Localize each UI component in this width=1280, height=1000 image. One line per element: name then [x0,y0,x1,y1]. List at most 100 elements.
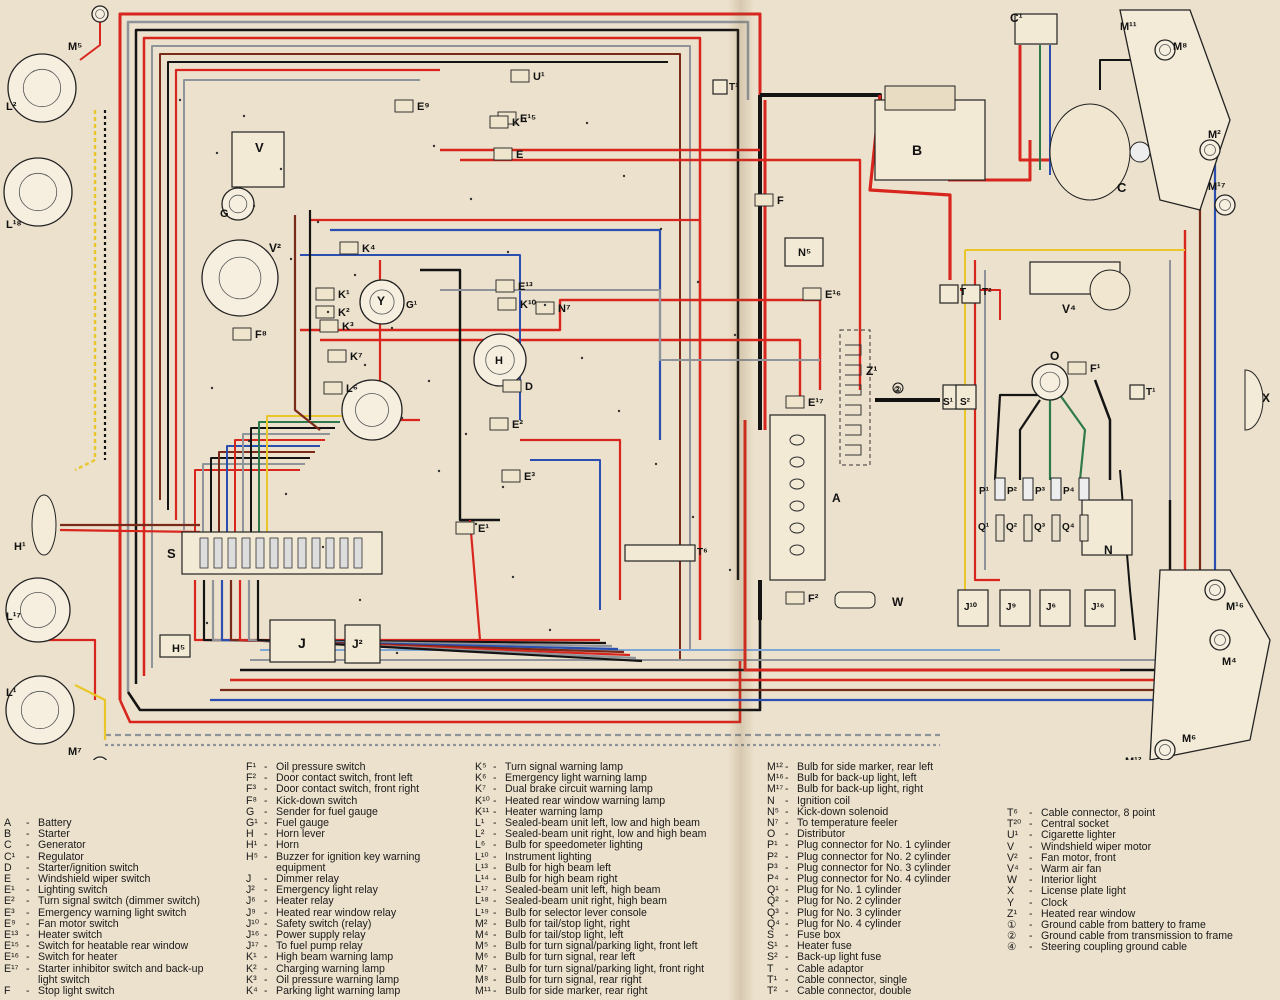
heating-element [845,384,862,396]
wire [242,433,330,535]
legend-code: N [767,794,775,807]
legend-separator: - [26,985,30,998]
plug-connector [994,477,1006,501]
legend-separator: - [493,761,497,773]
legend-code: P² [767,850,778,863]
legend-entry: L¹³-Bulb for high beam left [475,862,706,874]
legend-code: M⁶ [475,951,489,964]
legend-description: Bulb for turn signal, rear right [505,973,642,986]
legend-code: M⁸ [475,973,489,986]
legend-separator: - [493,850,497,863]
legend-entry: L¹⁰-Instrument lighting [475,850,706,863]
component-label: M² [1208,129,1221,141]
legend-code: J¹⁶ [246,929,260,942]
legend-description: Starter [38,828,70,841]
legend-separator: - [493,985,497,998]
legend-separator: - [1029,907,1033,920]
legend-description: Plug connector for No. 3 cylinder [797,861,951,874]
fuse [339,537,349,569]
component-label: M¹² [1125,756,1142,760]
legend-description: Bulb for turn signal/parking light, fron… [505,940,698,953]
component-label: E¹³ [518,281,533,293]
wire [530,459,601,610]
legend-entry: L¹⁸-Sealed-beam unit right, high beam [475,896,706,907]
wire [330,228,662,440]
legend-entry: light switch [4,974,203,986]
legend-description: Bulb for side marker, rear left [797,761,934,773]
wire [266,415,345,535]
legend-description: Kick-down switch [276,794,358,807]
legend-entry: M¹⁷-Bulb for back-up light, right [767,784,951,795]
legend-description: equipment [276,861,326,874]
wire [320,338,802,400]
component-label: N⁵ [798,247,811,259]
legend-separator: - [264,873,268,886]
spark-plug [1079,514,1089,542]
battery-case [769,414,826,581]
wire [760,93,882,100]
legend-separator: - [264,761,268,773]
component-label: K¹⁰ [520,299,537,311]
legend-description: Safety switch (relay) [276,917,372,930]
ground-marker-circle [892,382,904,394]
legend-entry: E²-Turn signal switch (dimmer switch) [4,896,203,907]
legend-separator: - [264,839,268,852]
legend-description: Battery [38,817,72,829]
legend-code: E¹ [4,884,15,897]
component-label: F⁸ [255,329,267,341]
legend-code: D [4,861,12,874]
legend-entry: P⁴-Plug connector for No. 4 cylinder [767,873,951,885]
legend-separator: - [493,906,497,919]
legend-separator: - [785,951,789,964]
component-label: J⁹ [1006,602,1017,613]
component-label: F [777,195,784,207]
legend-separator: - [1029,863,1033,876]
legend-description: Heater fuse [797,940,852,953]
spark-plug [995,514,1005,542]
legend-entry: Q³-Plug for No. 3 cylinder [767,907,951,919]
component-label: F² [808,593,819,605]
legend-separator: - [26,884,30,897]
component-label: H [495,355,503,367]
relay [957,589,989,627]
legend-separator: - [493,828,497,841]
legend-separator: - [264,929,268,942]
legend-separator: - [1029,919,1033,932]
component-label: E² [512,419,523,431]
legend-entry: E¹³-Heater switch [4,929,203,941]
cable-connector [1129,384,1145,400]
legend-entry: ④-Steering coupling ground cable [1007,942,1233,953]
component-label: M¹⁶ [1226,601,1244,613]
legend-entry: H-Horn lever [246,829,420,840]
wire-junction-dot [464,432,468,436]
wire-junction-dot [427,379,431,383]
legend-description: Fuel gauge [276,817,330,830]
component-label: M¹⁷ [1208,181,1226,193]
legend-entry: J¹⁰-Safety switch (relay) [246,917,420,930]
legend-code: K¹¹ [475,805,490,818]
bulb-m17 [1214,194,1236,216]
component-label: T² [982,287,992,298]
fuse [283,537,293,569]
legend-separator: - [264,985,268,998]
legend-description: Fan motor switch [38,917,119,930]
legend-description: Interior light [1041,874,1097,887]
legend-code: M¹¹ [475,985,491,998]
legend-description: Ignition coil [797,794,850,807]
bulb-m4-inner [1214,634,1226,646]
wire-junction-dot [210,386,214,390]
heating-element [845,364,862,376]
headlamp-left-l17 [5,577,71,643]
headlamp-left-l1 [5,675,75,745]
fuse [241,537,251,569]
legend-description: To temperature feeler [797,817,898,830]
legend-entry: J¹⁷-To fuel pump relay [246,941,420,952]
switch-body [510,69,530,83]
legend-entry: K³-Oil pressure warning lamp [246,974,420,986]
legend-code: J⁹ [246,906,256,919]
wire-junction-dot [252,204,256,208]
legend-description: Back-up light fuse [797,951,882,964]
switch-body [785,591,805,605]
component-label: L¹⁷ [6,611,21,623]
